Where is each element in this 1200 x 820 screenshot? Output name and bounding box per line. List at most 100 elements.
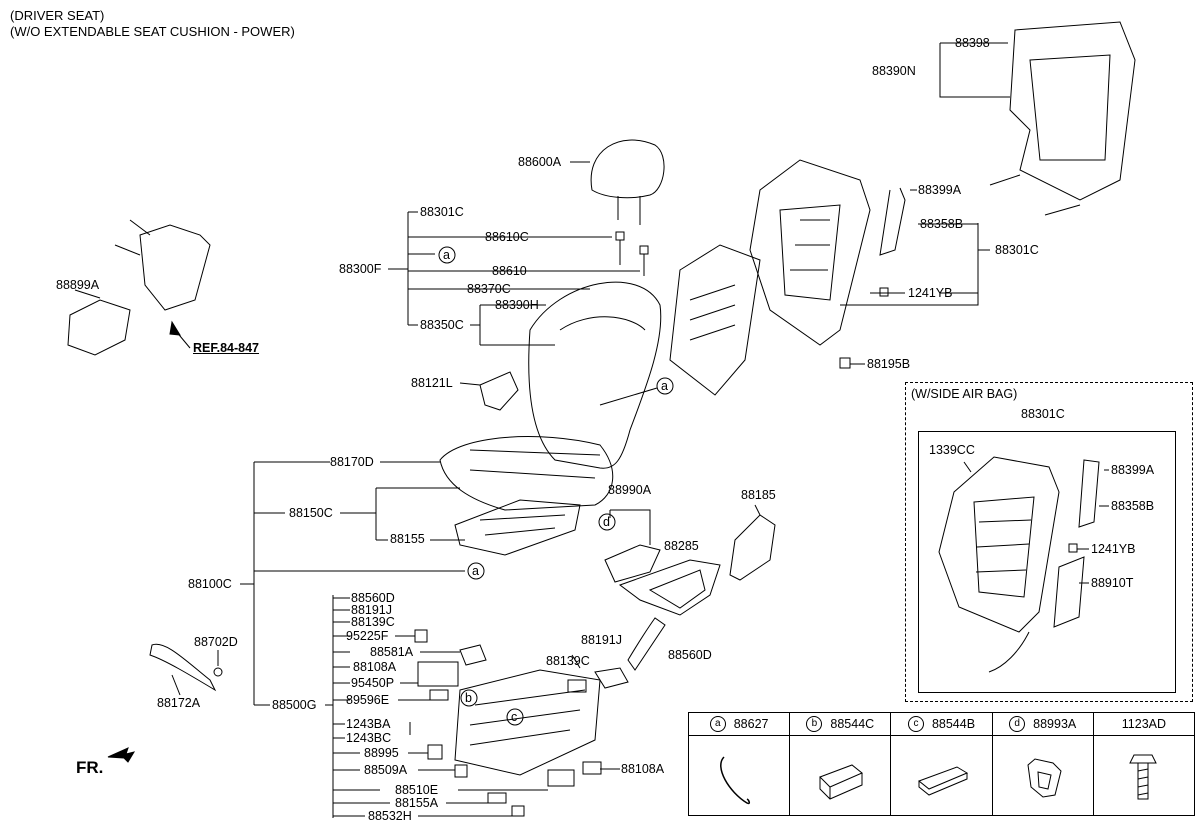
leader-88390n <box>939 71 1010 98</box>
front-direction-label: FR. <box>76 758 104 777</box>
part-label: 88509A <box>364 763 408 777</box>
part-label: 88150C <box>289 506 333 520</box>
part-label: 88285 <box>664 539 699 553</box>
legend-key: d <box>1009 716 1026 732</box>
bolt-1123ad-icon <box>1129 754 1157 800</box>
legend-part-number: 88993A <box>1033 717 1077 731</box>
legend-key: b <box>806 716 823 732</box>
clip-88627-icon <box>720 756 751 805</box>
clip-88544c-icon <box>819 764 864 800</box>
part-label: 88358B <box>920 217 964 231</box>
part-label: 88581A <box>370 645 414 659</box>
part-label: 88560D <box>668 648 712 662</box>
seat-back-shape <box>528 281 662 469</box>
part-label: 88600A <box>518 155 562 169</box>
part-label: 88610C <box>485 230 529 244</box>
part-label: 88500G <box>272 698 317 712</box>
cushion-pad-shape <box>454 499 581 556</box>
part-label: 88510E <box>395 783 439 797</box>
part-label: 88108A <box>621 762 665 776</box>
part-label: 88185 <box>741 488 776 502</box>
legend-cell: d 88993A <box>992 713 1094 815</box>
legend-cell: 1123AD <box>1093 713 1195 815</box>
airbag-inset: (W/SIDE AIR BAG) 88301C 1339CC 88399A 88… <box>905 382 1193 702</box>
part-label: 88155A <box>395 796 439 810</box>
part-label: 88532H <box>368 809 412 820</box>
part-label: 88899A <box>56 278 100 292</box>
part-label: 88990A <box>608 483 652 497</box>
clip-88544b-icon <box>918 766 969 796</box>
part-label: 88301C <box>420 205 464 219</box>
callout-a: a <box>443 248 450 262</box>
side-cover-88185-shape <box>729 514 776 581</box>
part-label: 88155 <box>390 532 425 546</box>
airbag-inset-title: (W/SIDE AIR BAG) <box>911 387 1018 401</box>
part-label: 88100C <box>188 577 232 591</box>
part-label: 1339CC <box>929 443 975 457</box>
part-label: 88370C <box>467 282 511 296</box>
part-label: 1243BA <box>346 717 391 731</box>
part-label: 88390N <box>872 64 916 78</box>
part-label: 88121L <box>411 376 453 390</box>
clip-88993a-icon <box>1027 758 1062 798</box>
part-label: 88195B <box>867 357 911 371</box>
shield-88285-shape <box>618 559 721 616</box>
part-label: 88560D <box>351 591 395 605</box>
part-label: 88390H <box>495 298 539 312</box>
legend-key: c <box>907 716 924 732</box>
legend-cell: c 88544B <box>891 713 993 815</box>
trim-88172a-shape <box>149 643 217 692</box>
cushion-cover-shape <box>439 436 614 511</box>
part-label: 1241YB <box>1091 542 1136 556</box>
callout-b: b <box>465 691 472 705</box>
callout-a: a <box>472 564 479 578</box>
reference-link[interactable]: REF.84-847 <box>193 341 260 355</box>
part-label: 88301C <box>995 243 1039 257</box>
part-label: 88108A <box>353 660 397 674</box>
part-label: 88300F <box>339 262 382 276</box>
part-label: 1243BC <box>346 731 392 745</box>
side-cover-inner-shape <box>604 544 661 583</box>
part-label: 88170D <box>330 455 374 469</box>
part-label: 88350C <box>420 318 464 332</box>
part-label: 88702D <box>194 635 238 649</box>
callout-c: c <box>511 710 518 724</box>
headrest-shape <box>590 139 665 199</box>
legend-part-number: 88544C <box>830 717 875 731</box>
callout-a: a <box>661 379 668 393</box>
part-label: 88398 <box>955 36 990 50</box>
seat-track-shape <box>454 669 601 776</box>
legend-part-number: 88544B <box>931 717 976 731</box>
legend-part-number: 88627 <box>733 717 769 731</box>
part-label: 88358B <box>1111 499 1155 513</box>
back-frame-shape <box>749 159 871 346</box>
bracket-88899a-shape <box>67 299 131 356</box>
part-label: 88399A <box>918 183 962 197</box>
part-label: 88610 <box>492 264 527 278</box>
duct-88560d-shape <box>627 617 666 671</box>
part-label: 88910T <box>1091 576 1134 590</box>
airbag-frame-drawing <box>938 456 1109 673</box>
part-label: 88301C <box>1021 407 1065 421</box>
trim-88121l-shape <box>479 371 519 411</box>
back-cover-shape <box>1009 21 1136 201</box>
part-label: 95450P <box>351 676 395 690</box>
part-label: 88172A <box>157 696 201 710</box>
part-label: 1241YB <box>908 286 953 300</box>
part-label: 88139C <box>351 615 395 629</box>
part-label: 89596E <box>346 693 390 707</box>
part-label: 88139C <box>546 654 590 668</box>
callout-d: d <box>603 515 610 529</box>
part-label: 95225F <box>346 629 389 643</box>
part-label: 88191J <box>351 603 393 617</box>
airbag-inset-frame: 1339CC 88399A 88358B 1241YB 88910T <box>918 431 1176 693</box>
legend-cell: b 88544C <box>790 713 892 815</box>
diagram-subtitle: (W/O EXTENDABLE SEAT CUSHION - POWER) <box>10 24 295 39</box>
part-label: 88995 <box>364 746 399 760</box>
part-label: 88191J <box>581 633 623 647</box>
diagram-title: (DRIVER SEAT) <box>10 8 105 23</box>
seat-back-pad-shape <box>669 244 761 396</box>
